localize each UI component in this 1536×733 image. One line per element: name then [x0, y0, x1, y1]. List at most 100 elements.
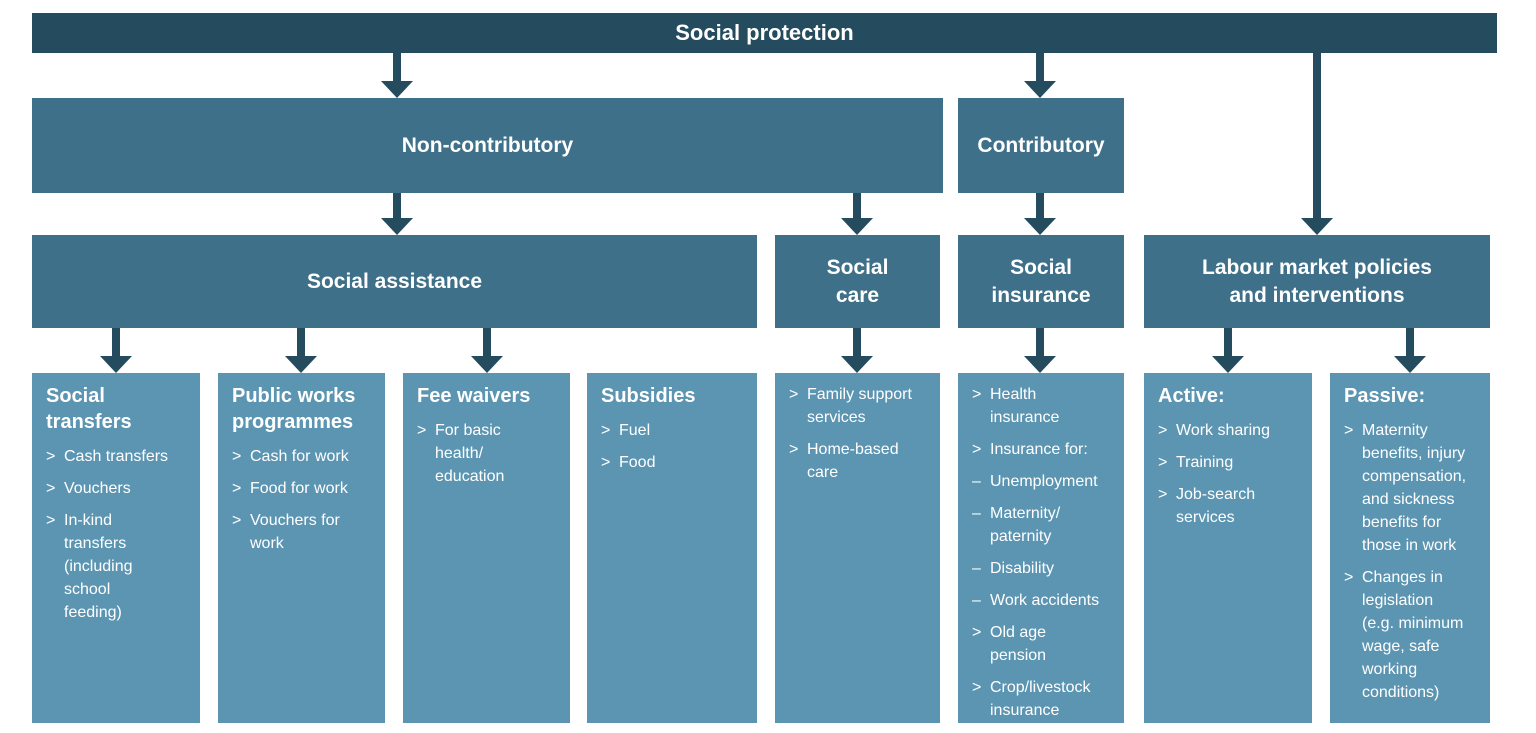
node-social-insurance-label: Social insurance: [991, 256, 1091, 307]
arrow-head-icon: [1301, 218, 1333, 235]
list-item: > Health insurance: [972, 383, 1114, 429]
item-text: Maternity/ paternity: [990, 505, 1061, 545]
card-heading: Active:: [1158, 385, 1225, 407]
item-text: Unemployment: [990, 473, 1098, 490]
card-heading: Public works programmes: [232, 385, 356, 433]
item-text: Changes in legislation (e.g. minimum wag…: [1362, 569, 1464, 701]
arrow-head-icon: [1024, 218, 1056, 235]
list-item: > Work sharing: [1158, 419, 1302, 442]
item-text: Crop/livestock insurance: [990, 679, 1091, 719]
list-item: > In-kind transfers (including school fe…: [46, 509, 190, 624]
card-heading: Passive:: [1344, 385, 1426, 407]
item-text: Cash transfers: [64, 448, 169, 465]
list-item: > For basic health/ education: [417, 419, 560, 488]
card-passive: Passive: > Maternity benefits, injury co…: [1330, 373, 1490, 723]
arrow-labour-market-to-passive: [1394, 328, 1426, 373]
arrow-head-icon: [1212, 356, 1244, 373]
arrow-head-icon: [1024, 81, 1056, 98]
arrow-stem: [1036, 193, 1044, 218]
card-heading: Subsidies: [601, 385, 696, 407]
list-item: > Cash transfers: [46, 445, 190, 468]
arrow-non-contributory-to-social-care: [841, 193, 873, 235]
list-item: > Food: [601, 451, 747, 474]
arrow-stem: [1036, 53, 1044, 81]
arrow-stem: [483, 328, 491, 356]
item-text: Cash for work: [250, 448, 349, 465]
list-item: > Home-based care: [789, 438, 930, 484]
item-bullet: >: [1344, 569, 1354, 586]
arrow-stem: [297, 328, 305, 356]
node-social-protection: Social protection: [32, 13, 1497, 53]
arrow-head-icon: [1024, 356, 1056, 373]
item-text: Work sharing: [1176, 422, 1270, 439]
arrow-labour-market-to-active: [1212, 328, 1244, 373]
list-item: > Changes in legislation (e.g. minimum w…: [1344, 566, 1480, 704]
item-bullet: >: [232, 448, 242, 465]
arrow-contributory-to-social-insurance: [1024, 193, 1056, 235]
item-text: Fuel: [619, 422, 651, 439]
card-fee-waivers: Fee waivers > For basic health/ educatio…: [403, 373, 570, 723]
arrow-stem: [1036, 328, 1044, 356]
arrow-stem: [112, 328, 120, 356]
card-active: Active: > Work sharing > Training > Job-…: [1144, 373, 1312, 723]
node-non-contributory: Non-contributory: [32, 98, 943, 193]
arrow-social-insurance-to-items: [1024, 328, 1056, 373]
card-heading: Social transfers: [46, 385, 132, 433]
list-item: > Vouchers: [46, 477, 190, 500]
arrow-head-icon: [100, 356, 132, 373]
item-text: Work accidents: [990, 592, 1100, 609]
item-text: Family support services: [807, 386, 912, 426]
item-bullet: >: [1158, 454, 1168, 471]
list-item: > Family support services: [789, 383, 930, 429]
node-labour-market-policies: Labour market policies and interventions: [1144, 235, 1490, 328]
arrow-head-icon: [841, 356, 873, 373]
item-bullet: >: [417, 422, 427, 439]
arrow-stem: [1224, 328, 1232, 356]
card-subsidies: Subsidies > Fuel > Food: [587, 373, 757, 723]
item-bullet: –: [972, 560, 981, 577]
item-bullet: –: [972, 473, 981, 490]
list-item: – Maternity/ paternity: [972, 502, 1114, 548]
list-item: – Unemployment: [972, 470, 1114, 493]
card-heading: Fee waivers: [417, 385, 531, 407]
arrow-stem: [1313, 53, 1321, 218]
item-text: Job-search services: [1176, 486, 1256, 526]
card-social-care-items: > Family support services > Home-based c…: [775, 373, 940, 723]
arrow-social-assistance-to-fee-waivers: [471, 328, 503, 373]
item-bullet: –: [972, 505, 981, 522]
arrow-stem: [393, 193, 401, 218]
arrow-social-assistance-to-social-transfers: [100, 328, 132, 373]
list-item: > Fuel: [601, 419, 747, 442]
item-text: In-kind transfers (including school feed…: [64, 512, 133, 621]
node-social-assistance-label: Social assistance: [306, 269, 483, 293]
item-bullet: >: [1158, 422, 1168, 439]
item-text: For basic health/ education: [435, 422, 505, 485]
item-bullet: –: [972, 592, 981, 609]
list-item: – Disability: [972, 557, 1114, 580]
node-social-protection-label: Social protection: [675, 19, 854, 45]
arrow-head-icon: [285, 356, 317, 373]
node-social-insurance: Social insurance: [958, 235, 1124, 328]
item-bullet: >: [789, 386, 799, 403]
arrow-stem: [393, 53, 401, 81]
card-public-works-programmes: Public works programmes > Cash for work …: [218, 373, 385, 723]
item-text: Training: [1176, 454, 1234, 471]
node-social-care-label: Social care: [826, 256, 889, 307]
item-bullet: >: [601, 422, 611, 439]
arrow-social-assistance-to-public-works: [285, 328, 317, 373]
arrow-social-protection-to-contributory: [1024, 53, 1056, 98]
arrow-stem: [853, 328, 861, 356]
card-social-transfers: Social transfers > Cash transfers > Vouc…: [32, 373, 200, 723]
item-bullet: >: [232, 512, 242, 529]
item-bullet: >: [232, 480, 242, 497]
item-bullet: >: [601, 454, 611, 471]
list-item: – Work accidents: [972, 589, 1114, 612]
item-text: Vouchers for work: [250, 512, 340, 552]
item-text: Insurance for:: [990, 441, 1088, 458]
arrow-social-care-to-items: [841, 328, 873, 373]
item-text: Health insurance: [990, 386, 1060, 426]
node-social-care: Social care: [775, 235, 940, 328]
item-bullet: >: [1344, 422, 1354, 439]
item-bullet: >: [1158, 486, 1168, 503]
